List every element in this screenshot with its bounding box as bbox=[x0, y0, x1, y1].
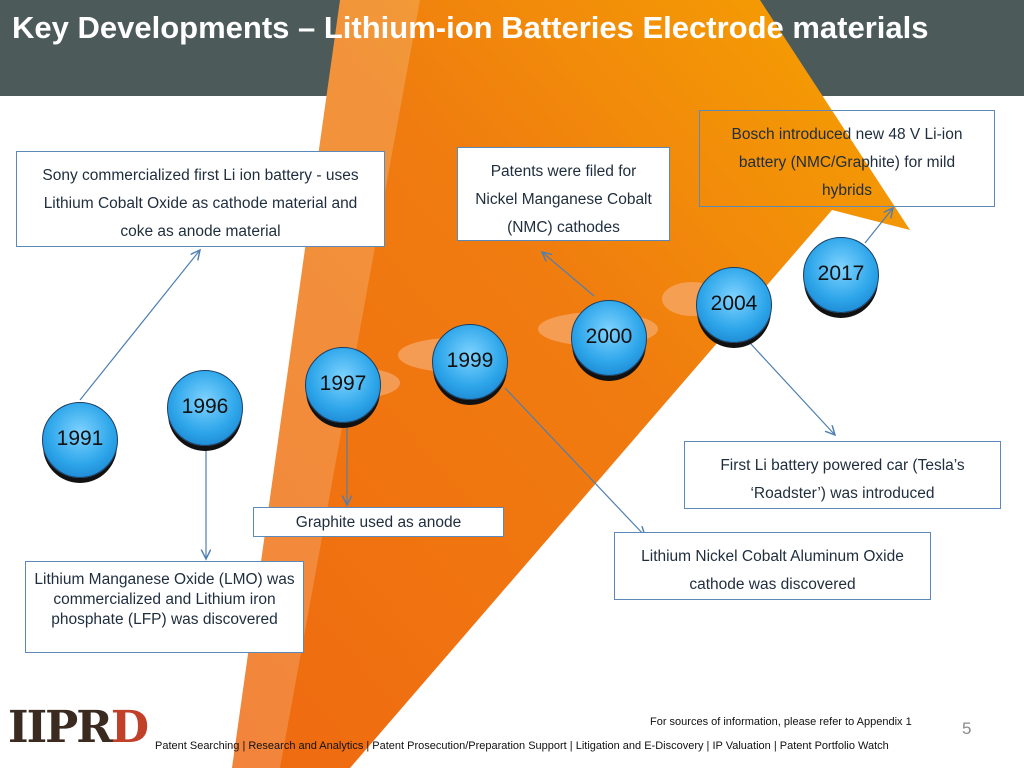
year-bubble-2017: 2017 bbox=[803, 237, 879, 313]
year-bubble-1991: 1991 bbox=[42, 402, 118, 478]
event-text: Bosch introduced new 48 V Li-ion battery… bbox=[731, 126, 963, 199]
event-box-nca: Lithium Nickel Cobalt Aluminum Oxide cat… bbox=[614, 532, 931, 600]
year-bubble-1997: 1997 bbox=[305, 347, 381, 423]
event-text: First Li battery powered car (Tesla’s ‘R… bbox=[720, 457, 965, 502]
year-label: 2000 bbox=[585, 325, 633, 348]
event-text: Lithium Nickel Cobalt Aluminum Oxide cat… bbox=[641, 548, 904, 593]
page-title: Key Developments – Lithium-ion Batteries… bbox=[12, 10, 929, 45]
event-box-graphite: Graphite used as anode bbox=[253, 507, 504, 537]
event-text: Sony commercialized first Li ion battery… bbox=[42, 167, 359, 240]
event-box-lmo: Lithium Manganese Oxide (LMO) was commer… bbox=[25, 561, 304, 653]
company-logo: IIPRD bbox=[8, 702, 149, 753]
year-label: 2004 bbox=[710, 292, 758, 315]
event-text: Lithium Manganese Oxide (LMO) was commer… bbox=[34, 571, 295, 628]
services-tagline: Patent Searching | Research and Analytic… bbox=[155, 740, 889, 752]
event-box-sony: Sony commercialized first Li ion battery… bbox=[16, 151, 385, 247]
year-label: 1991 bbox=[56, 427, 104, 450]
event-box-tesla: First Li battery powered car (Tesla’s ‘R… bbox=[684, 441, 1001, 509]
year-bubble-2000: 2000 bbox=[571, 300, 647, 376]
year-label: 2017 bbox=[817, 262, 865, 285]
year-bubble-1999: 1999 bbox=[432, 324, 508, 400]
sources-note: For sources of information, please refer… bbox=[650, 716, 912, 728]
page-number: 5 bbox=[962, 719, 972, 738]
logo-main: IIPR bbox=[8, 702, 113, 753]
arrow-shaft bbox=[232, 0, 910, 768]
event-text: Patents were filed for Nickel Manganese … bbox=[475, 163, 652, 236]
year-bubble-1996: 1996 bbox=[167, 370, 243, 446]
event-box-bosch: Bosch introduced new 48 V Li-ion battery… bbox=[699, 110, 995, 207]
event-box-nmc: Patents were filed for Nickel Manganese … bbox=[457, 147, 670, 241]
year-label: 1997 bbox=[319, 372, 367, 395]
year-label: 1999 bbox=[446, 349, 494, 372]
year-bubble-2004: 2004 bbox=[696, 267, 772, 343]
year-label: 1996 bbox=[181, 395, 229, 418]
event-text: Graphite used as anode bbox=[295, 514, 462, 531]
logo-accent: D bbox=[110, 702, 149, 753]
